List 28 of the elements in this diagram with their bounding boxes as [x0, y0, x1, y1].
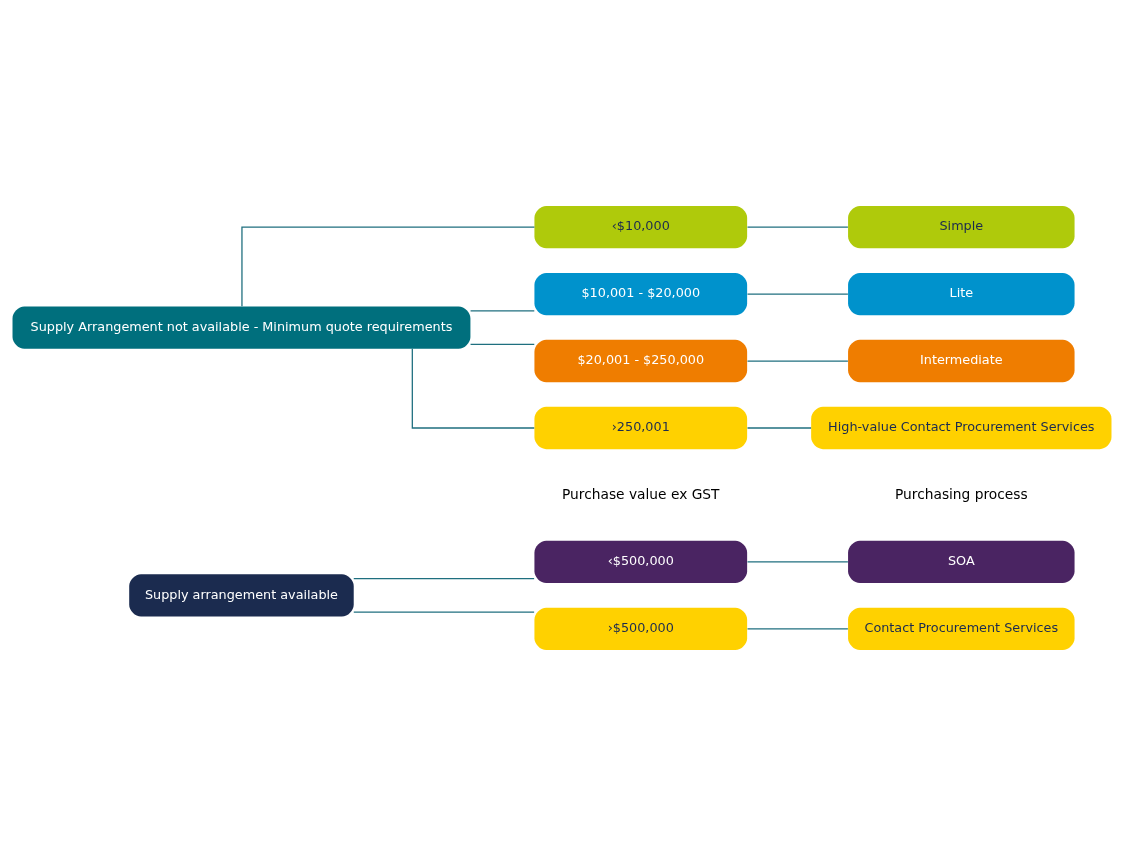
connector: [353, 577, 535, 579]
node-box: High-value Contact Procurement Services: [811, 406, 1112, 449]
node-box: ›250,001: [534, 406, 748, 449]
connector: [746, 292, 849, 295]
node-box: ›$500,000: [534, 607, 748, 650]
node-box: Supply arrangement available: [129, 573, 354, 617]
node-box: Intermediate: [848, 339, 1075, 382]
connector: [746, 426, 812, 429]
connector: [469, 309, 535, 311]
node-box: $10,001 - $20,000: [534, 272, 748, 315]
node-box: Contact Procurement Services: [848, 607, 1075, 650]
node-box: Supply Arrangement not available - Minimum quote requirements: [12, 305, 471, 349]
node-box: Simple: [848, 205, 1075, 248]
label: Purchasing process: [895, 485, 1028, 502]
node-box: $20,001 - $250,000: [534, 339, 748, 382]
node-box: ‹$500,000: [534, 540, 748, 583]
connector: [746, 560, 849, 563]
node-box: ‹$10,000: [534, 205, 748, 248]
connector: [746, 627, 849, 630]
connector: [241, 225, 536, 307]
connector: [469, 343, 535, 345]
node-box: Lite: [848, 272, 1075, 315]
connector: [353, 611, 535, 613]
label: Purchase value ex GST: [562, 485, 720, 502]
connector: [411, 347, 535, 429]
node-box: SOA: [848, 540, 1075, 583]
connector: [746, 225, 849, 228]
connector: [746, 359, 849, 362]
